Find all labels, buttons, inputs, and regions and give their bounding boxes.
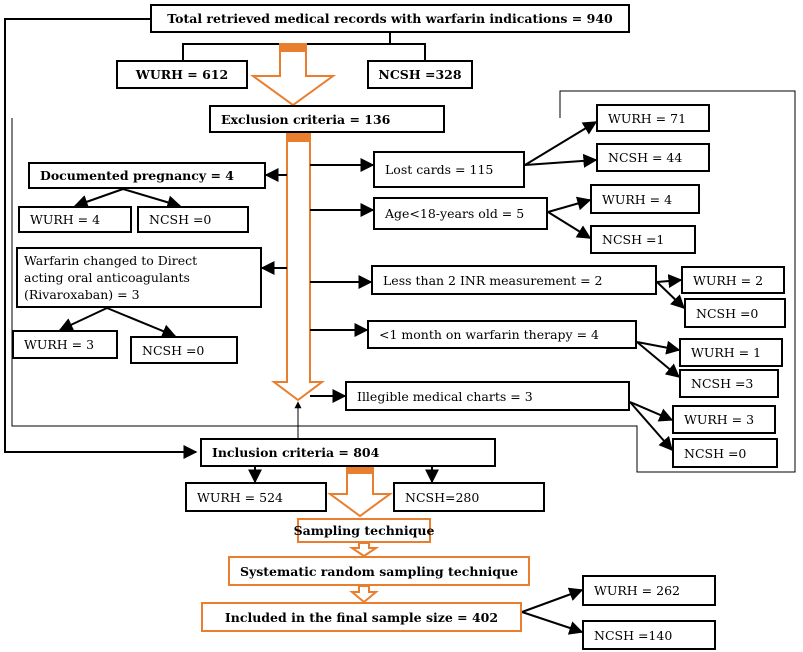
illegible-ncsh-box: NCSH =0 bbox=[672, 438, 778, 468]
doac-ncsh-box: NCSH =0 bbox=[130, 336, 238, 364]
lost-cards-box: Lost cards = 115 bbox=[373, 151, 525, 188]
wurh-612-box: WURH = 612 bbox=[116, 60, 248, 89]
exclusion-criteria-box: Exclusion criteria = 136 bbox=[209, 105, 445, 133]
inr-measurement-box: Less than 2 INR measurement = 2 bbox=[371, 265, 657, 295]
final-wurh-box: WURH = 262 bbox=[582, 575, 716, 606]
inr-ncsh-box: NCSH =0 bbox=[684, 298, 786, 328]
ncsh-328-box: NCSH =328 bbox=[367, 60, 473, 89]
connector-pregnancy-ncsh bbox=[122, 188, 182, 210]
exclusion-frame bbox=[11, 90, 796, 473]
connector-final-wurh bbox=[521, 587, 584, 613]
connector-lost-wurh bbox=[524, 121, 598, 166]
connector-doac-wurh bbox=[58, 307, 108, 331]
orange-arrow-to-exclusion bbox=[249, 43, 337, 107]
orange-arrow-to-sampling bbox=[326, 466, 394, 518]
lost-ncsh-box: NCSH = 44 bbox=[596, 143, 710, 172]
lost-wurh-box: WURH = 71 bbox=[596, 104, 710, 132]
month-warfarin-box: <1 month on warfarin therapy = 4 bbox=[367, 320, 637, 349]
age-wurh-box: WURH = 4 bbox=[590, 184, 700, 214]
orange-arrow-to-final bbox=[349, 585, 379, 604]
pregnancy-wurh-box: WURH = 4 bbox=[18, 206, 132, 233]
month-ncsh-box: NCSH =3 bbox=[679, 369, 779, 398]
final-sample-box: Included in the final sample size = 402 bbox=[201, 602, 522, 632]
connector-month-wurh bbox=[636, 340, 681, 355]
connector-inr-ncsh bbox=[656, 281, 686, 309]
connector-illegible-ncsh bbox=[629, 401, 673, 452]
month-wurh-box: WURH = 1 bbox=[679, 338, 783, 367]
sampling-technique-box: Sampling technique bbox=[294, 518, 434, 543]
connector-total-to-ncsh328 bbox=[390, 43, 426, 60]
connector-age-ncsh bbox=[547, 211, 592, 239]
orange-arrow-sampling-cap bbox=[347, 467, 373, 474]
connector-inr-wurh bbox=[656, 274, 683, 289]
connector-final-ncsh bbox=[521, 611, 584, 635]
connector-pregnancy-wurh bbox=[73, 188, 124, 209]
connector-total-to-inclusion bbox=[4, 18, 198, 459]
age-ncsh-box: NCSH =1 bbox=[590, 225, 696, 254]
inclusion-criteria-box: Inclusion criteria = 804 bbox=[200, 438, 496, 467]
illegible-wurh-box: WURH = 3 bbox=[672, 405, 776, 434]
orange-arrow-column-cap bbox=[287, 133, 310, 142]
documented-pregnancy-box: Documented pregnancy = 4 bbox=[28, 162, 266, 189]
systematic-sampling-box: Systematic random sampling technique bbox=[228, 556, 530, 586]
inr-wurh-box: WURH = 2 bbox=[681, 266, 785, 294]
doac-line-2: acting oral anticoagulants bbox=[24, 270, 190, 285]
doac-line-1: Warfarin changed to Direct bbox=[24, 253, 198, 268]
orange-arrow-to-systematic bbox=[348, 542, 380, 558]
age-under-18-box: Age<18-years old = 5 bbox=[373, 197, 548, 230]
illegible-charts-box: Illegible medical charts = 3 bbox=[345, 381, 630, 411]
connector-month-ncsh bbox=[636, 341, 681, 378]
orange-arrow-exclusion-column bbox=[271, 132, 325, 402]
orange-arrow-cap bbox=[280, 44, 306, 52]
connector-doac-ncsh bbox=[106, 307, 177, 338]
doac-change-box: Warfarin changed to Direct acting oral a… bbox=[16, 247, 262, 308]
inclusion-wurh-524-box: WURH = 524 bbox=[185, 482, 327, 512]
doac-line-3: (Rivaroxaban) = 3 bbox=[24, 287, 140, 302]
doac-wurh-box: WURH = 3 bbox=[12, 330, 118, 359]
pregnancy-ncsh-box: NCSH =0 bbox=[137, 206, 249, 233]
total-records-box: Total retrieved medical records with war… bbox=[150, 4, 630, 33]
final-ncsh-box: NCSH =140 bbox=[582, 620, 716, 650]
inclusion-ncsh-280-box: NCSH=280 bbox=[393, 482, 545, 512]
connector-lost-ncsh bbox=[524, 153, 598, 168]
connector-illegible-wurh bbox=[629, 401, 674, 422]
connector-age-wurh bbox=[547, 196, 592, 213]
